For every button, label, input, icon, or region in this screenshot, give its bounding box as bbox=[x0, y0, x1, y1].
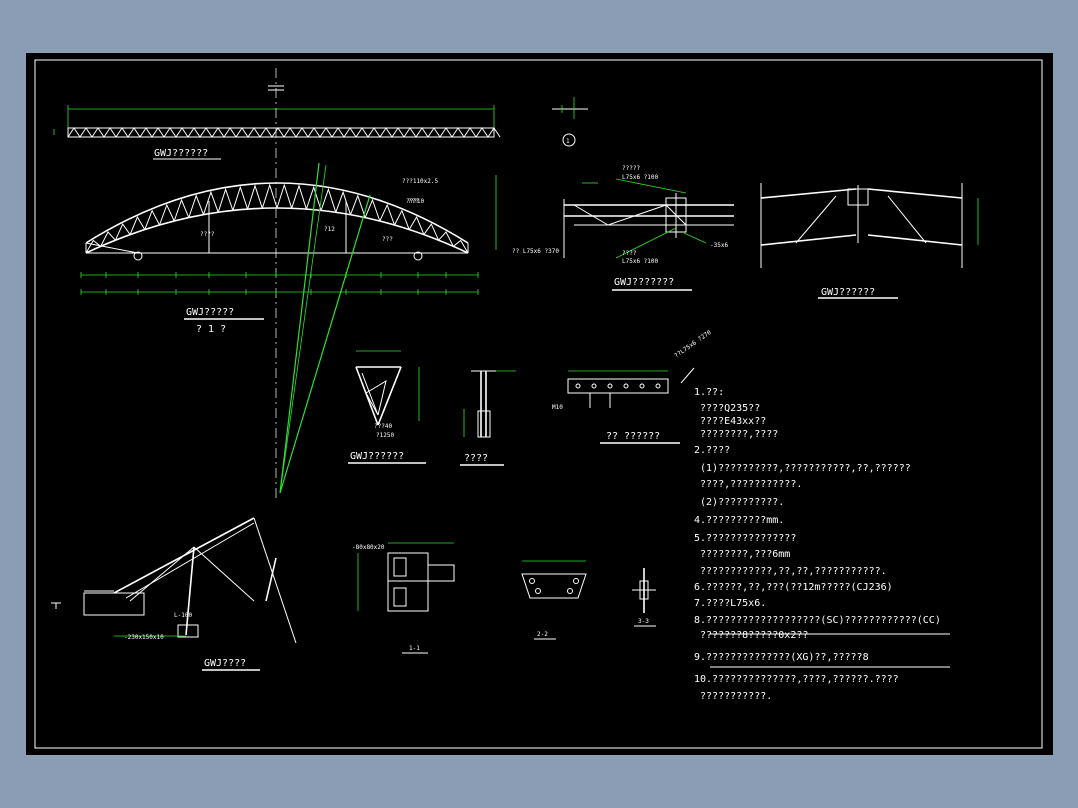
note-line: (1)??????????,???????????,??,?????? bbox=[694, 463, 911, 474]
node-label-angle: L-100 bbox=[174, 612, 192, 619]
joint-detail-a: ????? L75x6 ?100 ?? L75x6 ?370 ???? L75x… bbox=[512, 165, 734, 291]
note-line: 10.??????????????,????,??????.???? bbox=[694, 674, 899, 685]
section-label-1: ?1250 bbox=[376, 432, 394, 439]
note-line: ????????????,??,??,???????????. bbox=[694, 566, 887, 577]
section-label-0: ???40 bbox=[374, 423, 392, 430]
leader-lines bbox=[279, 162, 371, 494]
joint-a-label-5: -35x6 bbox=[710, 242, 728, 249]
joint-b-caption: GWJ?????? bbox=[821, 287, 875, 298]
section-1-1: -80x80x20 1-1 bbox=[352, 542, 455, 654]
node-label-plate: -230x150x10 bbox=[124, 634, 164, 641]
plan-truss-web bbox=[67, 127, 501, 138]
bolt-hole bbox=[623, 383, 629, 389]
section-caption: GWJ?????? bbox=[350, 451, 404, 462]
note-line: (2)??????????. bbox=[694, 497, 784, 508]
elevation-label-c: ?12 bbox=[324, 226, 335, 233]
note-line: 1.??: bbox=[694, 387, 724, 398]
bolt-hole bbox=[639, 383, 645, 389]
truss-section: ???40 ?1250 GWJ?????? bbox=[348, 350, 426, 464]
note-line: ????Q235?? bbox=[694, 403, 760, 414]
section-1-1-label: -80x80x20 bbox=[352, 544, 385, 551]
elevation-label-a: ??? bbox=[408, 198, 419, 205]
section-2-2: 2-2 bbox=[521, 560, 587, 640]
drawing-sheet: GWJ?????? ???110x2.5 ??? ???10 ?12 ???? … bbox=[26, 53, 1053, 755]
joint-a-label-1: L75x6 ?100 bbox=[622, 174, 659, 181]
elevation-label-e: ??? bbox=[382, 236, 393, 243]
purlin-label: M10 bbox=[552, 404, 563, 411]
elevation-label-b: ???10 bbox=[406, 198, 424, 205]
elevation-view: ???110x2.5 ??? ???10 ?12 ???? ??? GWJ???… bbox=[80, 175, 497, 335]
joint-a-caption: GWJ??????? bbox=[614, 277, 674, 288]
svg-text:1.??: ????Q235?? ????E43xx??: 1.??: ????Q235?? ????E43xx?? ????????,??… bbox=[694, 387, 941, 702]
section-3-3-caption: 3-3 bbox=[638, 618, 649, 625]
joint-a-label-0: ????? bbox=[622, 165, 640, 172]
elevation-label-d: ???? bbox=[200, 231, 215, 238]
elevation-caption: GWJ????? bbox=[186, 307, 234, 318]
bolt-hole bbox=[575, 383, 581, 389]
drawing-frame bbox=[34, 59, 1043, 749]
detail-mark-number: 1 bbox=[566, 138, 570, 145]
note-line: ????????,???? bbox=[694, 429, 778, 440]
note-line: ???????8?????0x2?? bbox=[694, 630, 808, 641]
detail-mark-1: 1 bbox=[552, 97, 588, 147]
node-caption: GWJ???? bbox=[204, 658, 246, 669]
small-detail-caption: ???? bbox=[464, 453, 488, 464]
node-detail: -230x150x10 L-100 GWJ???? bbox=[51, 517, 297, 671]
section-3-3: 3-3 bbox=[632, 568, 656, 627]
cad-drawing: GWJ?????? ???110x2.5 ??? ???10 ?12 ???? … bbox=[34, 59, 1043, 749]
section-2-2-caption: 2-2 bbox=[537, 631, 548, 638]
bolt-hole bbox=[655, 383, 661, 389]
note-line: 7.????L75x6. bbox=[694, 598, 766, 609]
joint-a-label-2: ?? L75x6 ?370 bbox=[512, 248, 559, 255]
purlin-caption: ?? ?????? bbox=[606, 431, 660, 442]
joint-a-label-4: L75x6 ?100 bbox=[622, 258, 659, 265]
bolt-hole bbox=[607, 383, 613, 389]
note-line: ????????,???6mm bbox=[694, 549, 790, 560]
note-line: ????E43xx?? bbox=[694, 416, 766, 427]
plan-view: GWJ?????? bbox=[53, 105, 501, 160]
note-line: 8.???????????????????(SC)????????????(CC… bbox=[694, 615, 941, 626]
note-line: 5.??????????????? bbox=[694, 533, 796, 544]
plan-caption: GWJ?????? bbox=[154, 148, 208, 159]
section-1-1-caption: 1-1 bbox=[409, 645, 420, 652]
note-line: 2.???? bbox=[694, 445, 730, 456]
note-line: 9.??????????????(XG)??,?????8 bbox=[694, 652, 869, 663]
angle-label: ??L75x6 ?270 bbox=[673, 329, 713, 360]
elevation-label-tube: ???110x2.5 bbox=[402, 178, 439, 185]
design-notes: 1.??: ????Q235?? ????E43xx?? ????????,??… bbox=[694, 387, 950, 702]
note-line: ????,???????????. bbox=[694, 479, 802, 490]
bolt-hole bbox=[591, 383, 597, 389]
note-line: ???????????. bbox=[694, 691, 772, 702]
note-line: 4.??????????mm. bbox=[694, 515, 784, 526]
note-line: 6.??????,??,???(??12m?????(CJ236) bbox=[694, 582, 893, 593]
joint-a-label-3: ???? bbox=[622, 250, 637, 257]
small-detail: ???? bbox=[460, 370, 516, 466]
purlin-detail: M10 ?? ?????? ??L75x6 ?270 bbox=[552, 329, 713, 444]
elevation-subcaption: ? 1 ? bbox=[196, 324, 226, 335]
joint-detail-b: GWJ?????? bbox=[760, 183, 979, 299]
